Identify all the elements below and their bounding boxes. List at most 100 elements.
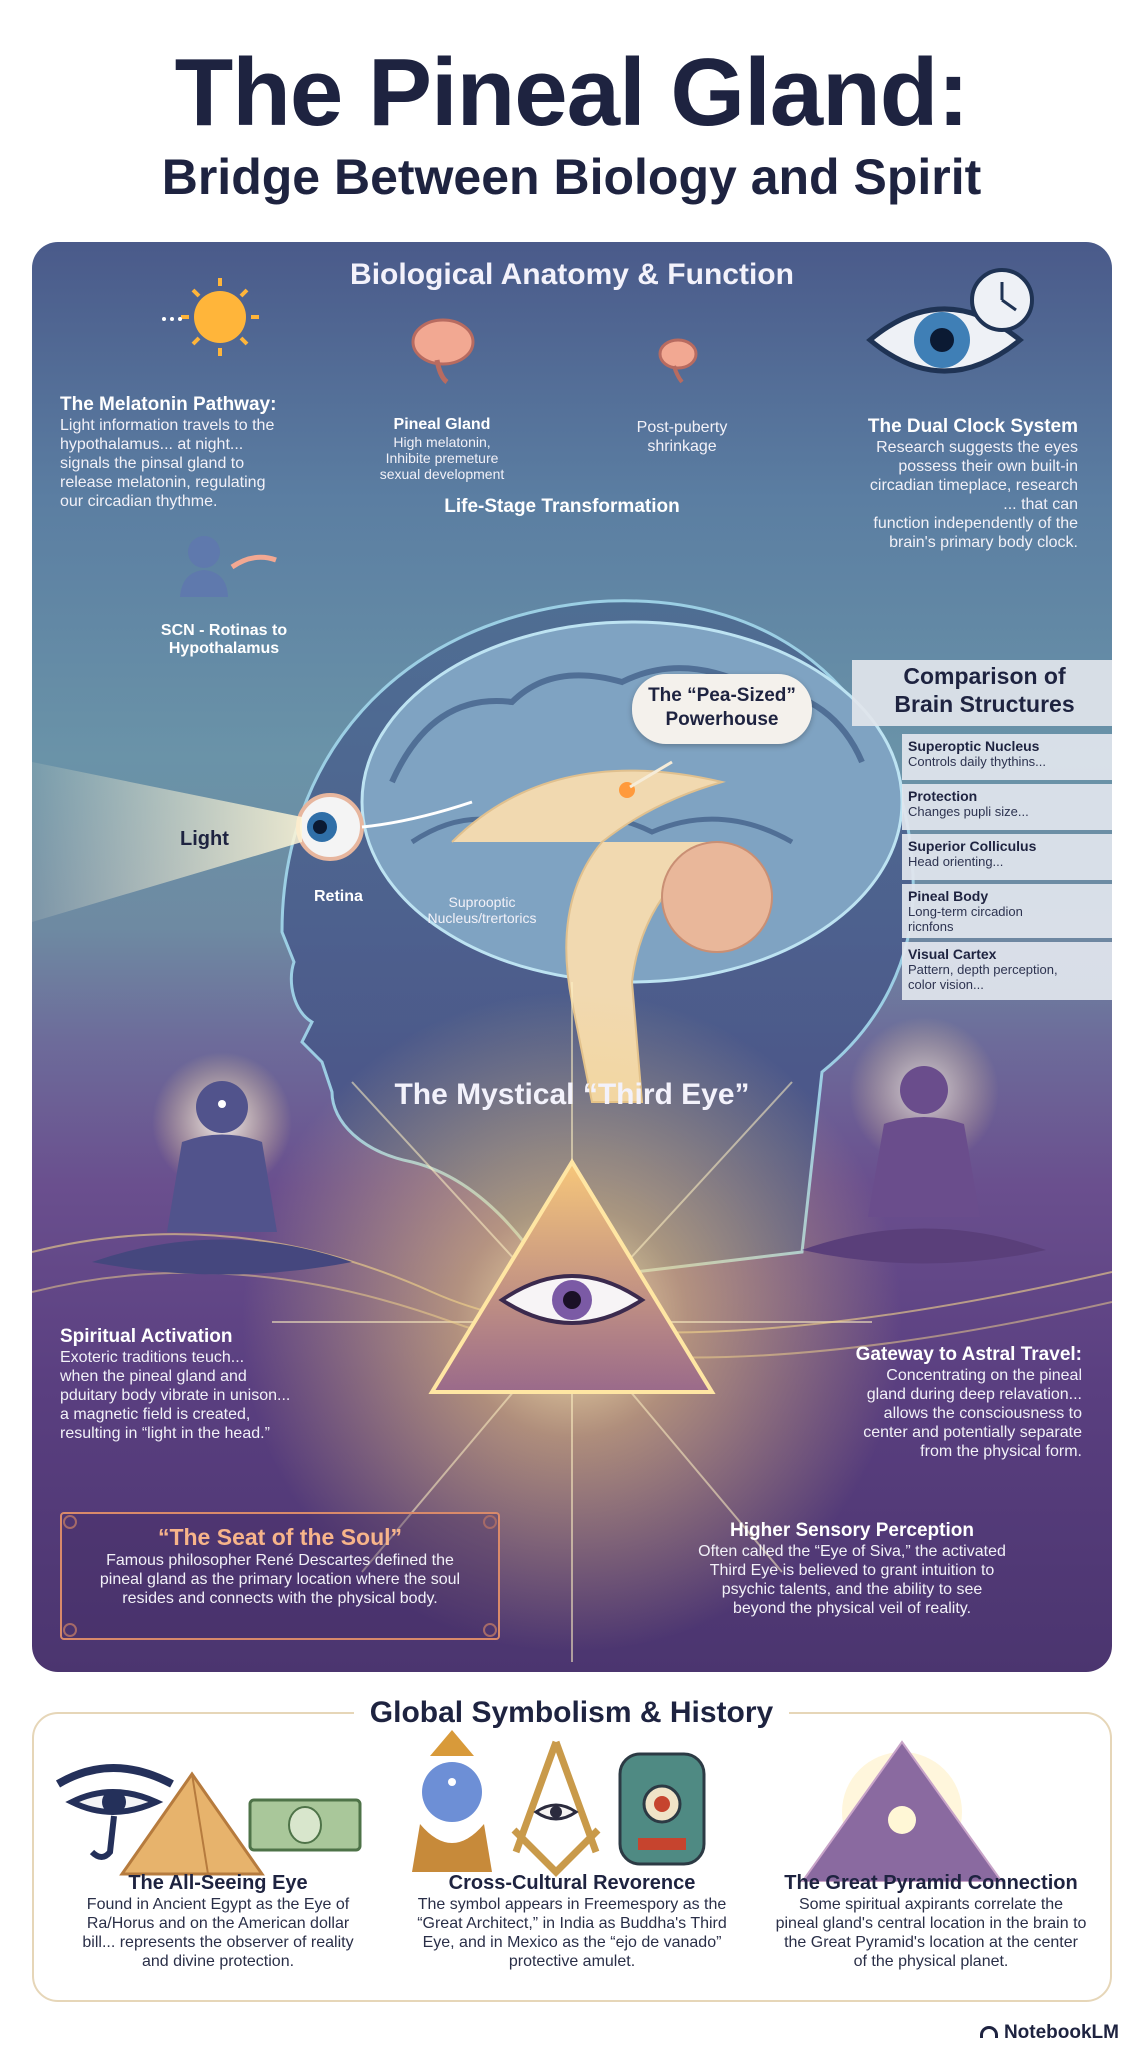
- great-pyramid-line: the Great Pyramid's location at the cent…: [784, 1934, 1078, 1951]
- pea-sized-line: Powerhouse: [665, 709, 779, 730]
- head-profile-icon: [180, 536, 277, 597]
- notebooklm-brand-text: NotebookLM: [1003, 2022, 1119, 2043]
- melatonin-block: The Melatonin Pathway: Light information…: [60, 394, 360, 511]
- pineal-gland-label-line: High melatonin,: [393, 434, 491, 450]
- eye-clock-icon: [866, 268, 1034, 374]
- comparison-row: Visual Cartex Pattern, depth perception,…: [902, 942, 1112, 1000]
- all-seeing-eye-block: The All-Seeing Eye Found in Ancient Egyp…: [48, 1872, 388, 1971]
- spiritual-activation-line: when the pineal gland and: [60, 1368, 247, 1385]
- melatonin-line: our circadian thythme.: [60, 493, 218, 510]
- global-symbolism-title: Global Symbolism & History: [353, 1696, 790, 1730]
- higher-perception-title: Higher Sensory Perception: [730, 1520, 974, 1541]
- great-pyramid-title: The Great Pyramid Connection: [784, 1872, 1078, 1894]
- melatonin-line: Light information travels to the: [60, 417, 275, 434]
- comparison-title: Comparison of Brain Structures: [857, 662, 1112, 718]
- astral-travel-line: center and potentially separate: [863, 1424, 1082, 1441]
- melatonin-line: release melatonin, regulating: [60, 474, 266, 491]
- light-label: Light: [180, 828, 229, 850]
- cross-cultural-line: The symbol appears in Freemespory as the: [417, 1896, 727, 1913]
- seat-of-soul-title: “The Seat of the Soul”: [157, 1524, 403, 1550]
- spiritual-activation-line: Exoteric traditions teuch...: [60, 1349, 245, 1366]
- dual-clock-line: ... that can: [1003, 496, 1078, 513]
- comparison-title-bg: [852, 660, 1112, 726]
- all-seeing-eye-line: bill... represents the observer of reali…: [82, 1934, 354, 1951]
- scn-label-line: Hypothalamus: [168, 640, 280, 657]
- all-seeing-eye-line: Ra/Horus and on the American dollar: [86, 1915, 350, 1932]
- comparison-row-desc: Controls daily thythins...: [908, 754, 1047, 769]
- astral-travel-line: Concentrating on the pineal: [886, 1367, 1082, 1384]
- pineal-gland-label-line: sexual development: [379, 466, 505, 482]
- meditating-figure-left-icon: [92, 1052, 352, 1275]
- comparison-row: Pineal Body Long-term circadion ricnfons: [902, 884, 1112, 938]
- comparison-row-name: Visual Cartex: [908, 946, 997, 962]
- post-puberty-line: Post-puberty: [636, 419, 728, 436]
- comparison-row: Superior Colliculus Head orienting...: [902, 834, 1112, 880]
- pineal-gland-label: Pineal Gland High melatonin, Inhibite pr…: [362, 416, 522, 482]
- higher-perception-line: beyond the physical veil of reality.: [732, 1600, 972, 1617]
- cross-cultural-block: Cross-Cultural Revorence The symbol appe…: [392, 1872, 752, 1971]
- comparison-row: Superoptic Nucleus Controls daily thythi…: [902, 734, 1112, 780]
- spiritual-activation-line: a magnetic field is created,: [60, 1406, 251, 1423]
- astral-travel-line: gland during deep relavation...: [866, 1386, 1082, 1403]
- dual-clock-line: brain's primary body clock.: [889, 534, 1078, 551]
- melatonin-line: signals the pinsal gland to: [60, 455, 245, 472]
- suprooptic-label: Suprooptic Nucleus/trertorics: [392, 894, 572, 926]
- pineal-gland-label-title: Pineal Gland: [393, 416, 491, 433]
- comparison-title-line: Brain Structures: [894, 691, 1075, 717]
- comparison-row-desc: ricnfons: [908, 919, 954, 934]
- higher-perception-line: Third Eye is believed to grant intuition…: [709, 1562, 995, 1579]
- astral-travel-block: Gateway to Astral Travel: Concentrating …: [752, 1344, 1082, 1461]
- main-panel: Biological Anatomy & Function The Melato…: [32, 242, 1112, 1672]
- dual-clock-line: function independently of the: [873, 515, 1078, 532]
- comparison-row-desc: Long-term circadion: [908, 904, 1023, 919]
- seat-of-soul-block: “The Seat of the Soul” Famous philosophe…: [60, 1524, 500, 1608]
- biology-section-title: Biological Anatomy & Function: [350, 258, 794, 291]
- great-pyramid-block: The Great Pyramid Connection Some spirit…: [756, 1872, 1106, 1971]
- great-pyramid-line: of the physical planet.: [853, 1953, 1009, 1970]
- cross-cultural-line: Eye, and in Mexico as the “ejo de vanado…: [422, 1934, 722, 1951]
- seat-of-soul-line: Famous philosopher René Descartes define…: [106, 1552, 454, 1569]
- astral-travel-line: from the physical form.: [920, 1443, 1082, 1460]
- dual-clock-block: The Dual Clock System Research suggests …: [792, 416, 1078, 552]
- notebooklm-logo-icon: [979, 2026, 998, 2038]
- comparison-row-name: Protection: [908, 788, 978, 804]
- spiritual-activation-line: pduitary body vibrate in unison...: [60, 1387, 291, 1404]
- melatonin-line: hypothalamus... at night...: [60, 436, 244, 453]
- dollar-bill-icon: [248, 1798, 362, 1852]
- seat-of-soul-box: [60, 1512, 500, 1640]
- mask-icon: [618, 1752, 706, 1866]
- spiritual-activation-line: resulting in “light in the head.”: [60, 1425, 270, 1442]
- comparison-row-desc: Pattern, depth perception,: [908, 962, 1058, 977]
- dual-clock-line: possess their own built-in: [898, 458, 1078, 475]
- global-icons-layer: [55, 1730, 1004, 1882]
- comparison-row-name: Pineal Body: [908, 888, 989, 904]
- meditating-figure-right-icon: [802, 1017, 1046, 1264]
- great-pyramid-line: pineal gland's central location in the b…: [775, 1915, 1087, 1932]
- cross-cultural-line: “Great Architect,” in India as Buddha's …: [417, 1915, 727, 1932]
- cross-cultural-title: Cross-Cultural Revorence: [448, 1872, 696, 1894]
- great-pyramid-line: Some spiritual axpirants correlate the: [798, 1896, 1064, 1913]
- cross-cultural-line: protective amulet.: [508, 1953, 636, 1970]
- comparison-row: Protection Changes pupli size...: [902, 784, 1112, 830]
- page-subtitle: Bridge Between Biology and Spirit: [161, 149, 982, 205]
- post-puberty-line: shrinkage: [647, 438, 717, 455]
- scn-label-line: SCN - Rotinas to: [160, 622, 288, 639]
- scn-label: SCN - Rotinas to Hypothalamus: [124, 622, 324, 658]
- all-seeing-eye-line: Found in Ancient Egypt as the Eye of: [86, 1896, 350, 1913]
- pineal-gland-label-line: Inhibite premeture: [385, 450, 499, 466]
- post-puberty-label: Post-puberty shrinkage: [612, 418, 752, 456]
- compass-square-icon: [511, 1740, 601, 1877]
- comparison-row-desc: Changes pupli size...: [908, 804, 1029, 819]
- comparison-row-name: Superior Colliculus: [908, 838, 1037, 854]
- pineal-gland-small-icon: [658, 338, 698, 384]
- sun-moon-icon: [103, 278, 259, 356]
- comparison-title-line: Comparison of: [903, 663, 1066, 689]
- all-seeing-eye-line: and divine protection.: [141, 1953, 295, 1970]
- life-stage-label: Life-Stage Transformation: [444, 496, 680, 517]
- all-seeing-eye-title: The All-Seeing Eye: [128, 1872, 308, 1894]
- pyramid-icon: [119, 1771, 265, 1876]
- great-pyramid-icon: [800, 1740, 1004, 1882]
- pineal-gland-icon: [411, 318, 475, 385]
- suprooptic-label-line: Suprooptic: [448, 894, 516, 910]
- pea-sized-line: The “Pea-Sized”: [648, 685, 796, 706]
